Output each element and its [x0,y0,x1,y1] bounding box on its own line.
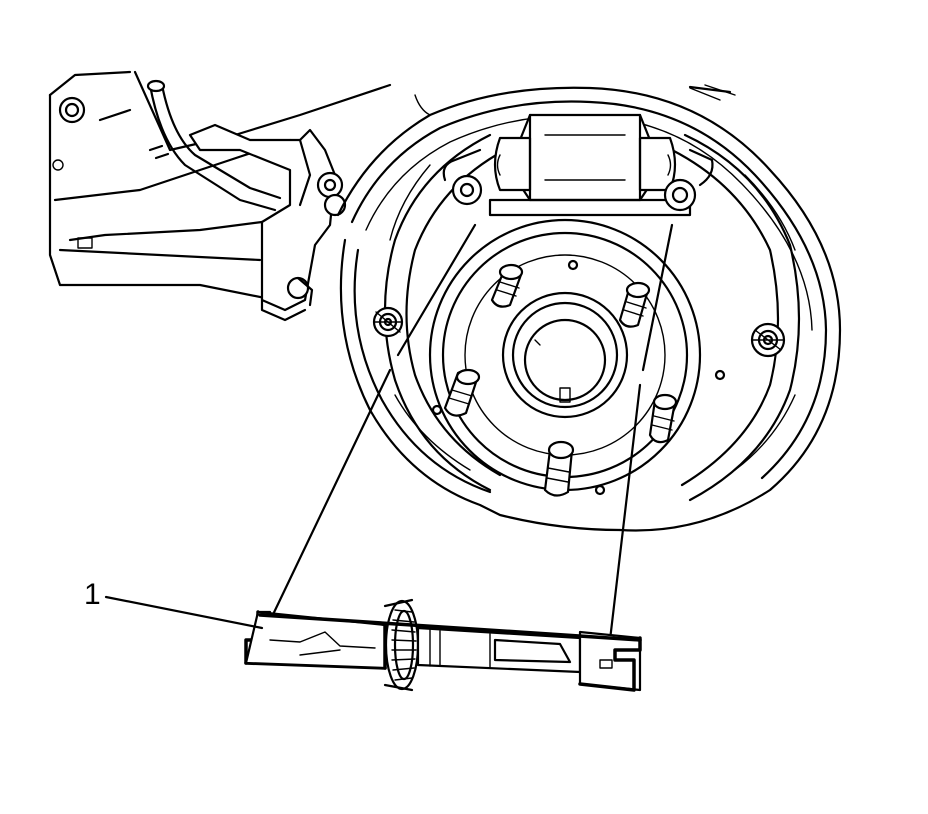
wheel-cylinder [488,113,692,217]
installation-guide-lines [266,223,674,642]
callout-number-1: 1 [84,578,101,611]
hub-bore [501,291,629,419]
brake-hose [146,79,282,212]
flange-rivets [431,259,726,496]
wheel-stud-bottom [543,440,575,497]
anchor-pin-right [663,148,714,212]
wheel-stud-left [443,368,481,417]
hold-down-spring-left [372,306,404,338]
hold-down-spring-right [750,322,786,358]
anchor-pin-left [442,148,483,206]
brake-shoe-left [383,133,507,492]
wheel-stud-top-left [490,263,524,308]
brake-adjuster-assembly [244,598,642,692]
mounting-bracket [188,123,347,322]
wheel-stud-top-right [618,281,651,328]
callout-leader-1 [104,595,264,630]
wheel-stud-right [648,393,678,444]
brake-shoe-right [670,133,801,502]
backing-plate [336,84,842,532]
